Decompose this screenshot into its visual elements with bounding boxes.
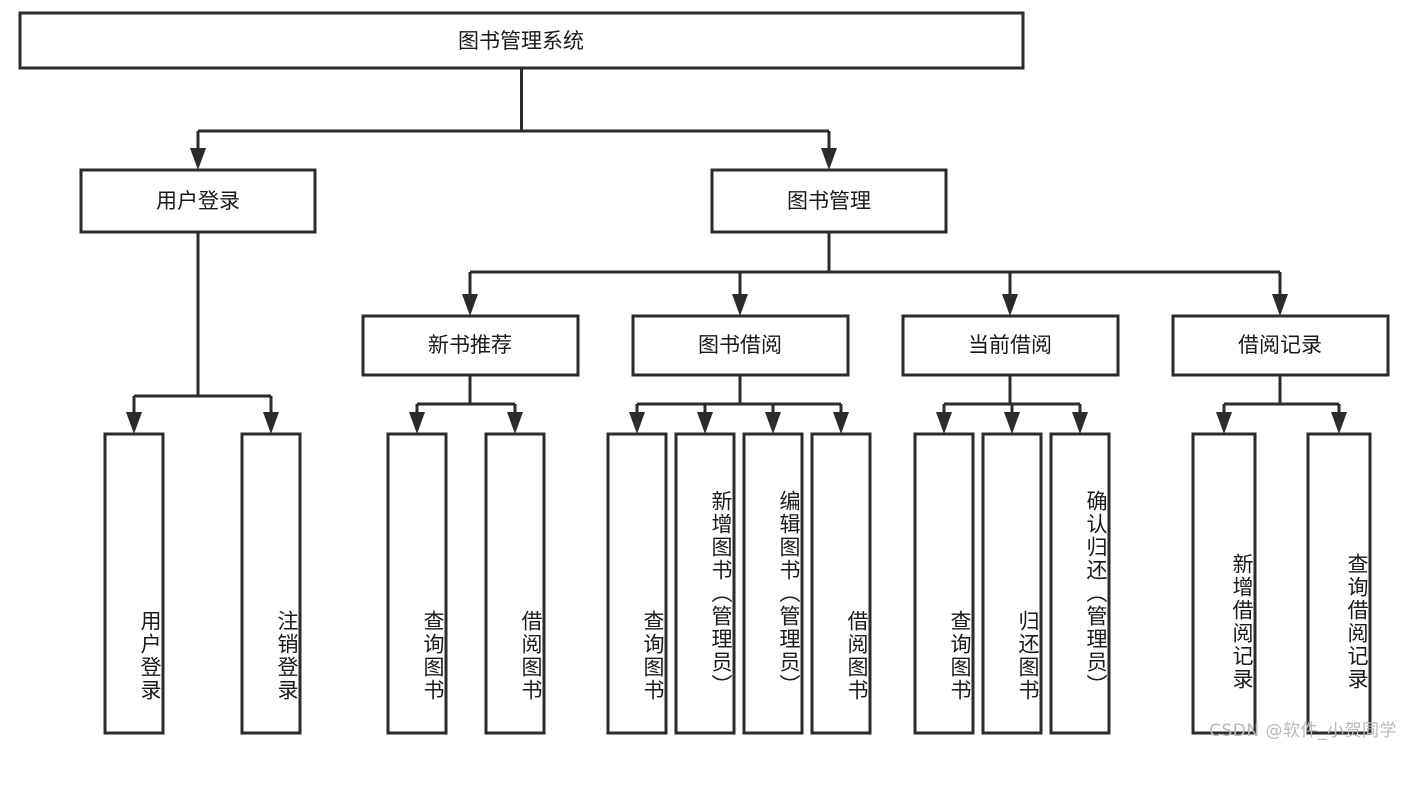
node-book-manage-box[interactable]: [710, 168, 948, 234]
node-root-box[interactable]: [18, 11, 1025, 70]
node-current-borrow[interactable]: 当前借阅: [901, 314, 1120, 377]
node-book-borrow-box[interactable]: [631, 314, 850, 377]
node-leaf-query-book-3-box[interactable]: [913, 432, 975, 735]
arrowhead-leaf-borrow-book-1: [507, 412, 523, 434]
node-leaf-logout-login-box[interactable]: [240, 432, 302, 735]
connectors-book-borrow-to-leaves: [629, 375, 849, 434]
arrowhead-borrow-record: [1272, 294, 1288, 316]
node-book-borrow-label: 图书借阅: [698, 333, 782, 357]
connectors-root-to-level2: [190, 68, 837, 170]
node-leaf-borrow-book-2-box[interactable]: [810, 432, 872, 735]
node-current-borrow-label: 当前借阅: [968, 333, 1052, 357]
arrowhead-leaf-return-book: [1004, 412, 1020, 434]
arrowhead-leaf-query-record: [1331, 412, 1347, 434]
node-book-manage-label: 图书管理: [787, 189, 871, 213]
flowchart-diagram: 图书管理系统 用户登录 图书管理 新书推荐 图书借阅 当前借阅 借阅记录: [18, 11, 1397, 741]
node-root[interactable]: 图书管理系统: [18, 11, 1025, 70]
arrowhead-leaf-query-book-2: [629, 412, 645, 434]
node-borrow-record-box[interactable]: [1171, 314, 1390, 377]
node-borrow-record[interactable]: 借阅记录: [1171, 314, 1390, 377]
node-user-login-box[interactable]: [79, 168, 317, 234]
node-user-login[interactable]: 用户登录: [79, 168, 317, 234]
node-user-login-label: 用户登录: [156, 189, 240, 213]
node-new-book-recommend-box[interactable]: [361, 314, 580, 377]
arrowhead-leaf-query-book-1: [409, 412, 425, 434]
arrowhead-leaf-add-book: [697, 412, 713, 434]
node-book-manage[interactable]: 图书管理: [710, 168, 948, 234]
node-leaf-edit-book-box[interactable]: [742, 432, 804, 735]
node-root-label: 图书管理系统: [458, 29, 584, 53]
arrowhead-book-manage: [821, 148, 837, 170]
arrowhead-leaf-borrow-book-2: [833, 412, 849, 434]
node-leaf-borrow-book-1-box[interactable]: [484, 432, 546, 735]
arrowhead-leaf-logout-login: [263, 412, 279, 434]
node-current-borrow-box[interactable]: [901, 314, 1120, 377]
arrowhead-user-login: [190, 148, 206, 170]
connectors-borrow-record-to-leaves: [1216, 375, 1347, 434]
node-borrow-record-label: 借阅记录: [1238, 333, 1322, 357]
node-leaf-add-record-box[interactable]: [1191, 432, 1257, 735]
connectors-book-manage-to-level3: [462, 232, 1288, 316]
arrowhead-leaf-confirm-return: [1072, 412, 1088, 434]
arrowhead-book-borrow: [732, 294, 748, 316]
node-leaf-add-book-box[interactable]: [674, 432, 736, 735]
node-leaf-confirm-return-box[interactable]: [1049, 432, 1111, 735]
arrowhead-leaf-edit-book: [765, 412, 781, 434]
connectors-user-login-to-leaves: [126, 232, 279, 434]
node-book-borrow[interactable]: 图书借阅: [631, 314, 850, 377]
node-new-book-recommend[interactable]: 新书推荐: [361, 314, 580, 377]
connectors-new-book-to-leaves: [409, 375, 523, 434]
arrowhead-leaf-user-login: [126, 412, 142, 434]
arrowhead-current-borrow: [1002, 294, 1018, 316]
node-leaf-return-book-box[interactable]: [981, 432, 1043, 735]
node-leaf-user-login-box[interactable]: [103, 432, 165, 735]
csdn-watermark: CSDN @软件_小贺同学: [1209, 721, 1397, 741]
arrowhead-leaf-query-book-3: [936, 412, 952, 434]
node-leaf-query-book-2-box[interactable]: [606, 432, 668, 735]
tree-svg-canvas: 图书管理系统 用户登录 图书管理 新书推荐 图书借阅 当前借阅 借阅记录: [18, 11, 1390, 735]
arrowhead-leaf-add-record: [1216, 412, 1232, 434]
node-leaf-query-book-1-box[interactable]: [386, 432, 448, 735]
node-leaf-query-record-box[interactable]: [1306, 432, 1372, 735]
connectors-current-borrow-to-leaves: [936, 375, 1088, 434]
arrowhead-new-book: [462, 294, 478, 316]
node-new-book-recommend-label: 新书推荐: [428, 333, 512, 357]
